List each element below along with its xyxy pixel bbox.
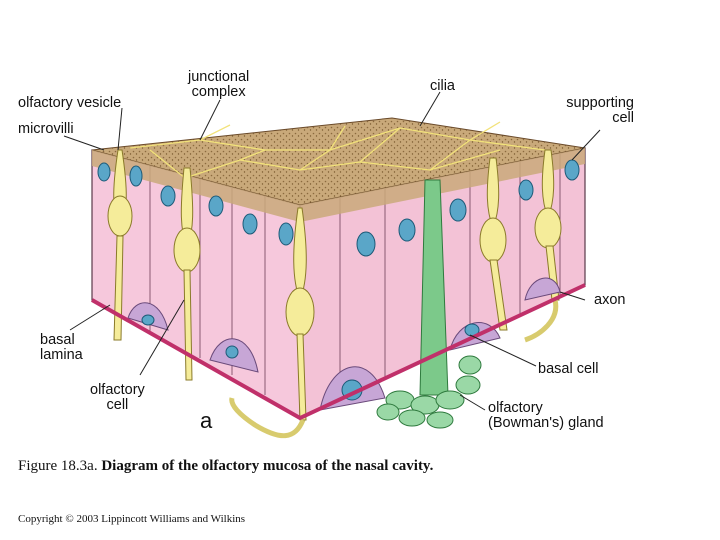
label-complex: complex: [188, 85, 249, 100]
label-axon: axon: [594, 293, 625, 308]
label-supporting-cell: supporting cell: [530, 96, 634, 126]
label-gland-name: (Bowman's) gland: [488, 416, 604, 431]
label-cilia: cilia: [430, 79, 455, 94]
label-cell: cell: [530, 111, 634, 126]
caption-title: Diagram of the olfactory mucosa of the n…: [101, 458, 433, 474]
label-supporting: supporting: [530, 96, 634, 111]
label-basal-cell: basal cell: [538, 362, 598, 377]
basal-cell-nucleus: [226, 346, 238, 358]
label-olfactory-vesicle: olfactory vesicle: [18, 96, 121, 111]
label-lamina: lamina: [40, 348, 83, 363]
label-junctional-complex: junctional complex: [188, 70, 249, 100]
label-microvilli: microvilli: [18, 122, 74, 137]
label-olfactory: olfactory: [90, 383, 145, 398]
figure-caption: Figure 18.3a. Diagram of the olfactory m…: [18, 458, 433, 475]
caption-figure-number: Figure 18.3a.: [18, 458, 98, 474]
figure-letter: a: [200, 408, 212, 434]
label-bowmans-gland: olfactory (Bowman's) gland: [488, 401, 604, 431]
label-junctional: junctional: [188, 70, 249, 85]
copyright-notice: Copyright © 2003 Lippincott Williams and…: [18, 513, 245, 525]
label-gland-olfactory: olfactory: [488, 401, 604, 416]
label-olfactory-cell-cell: cell: [90, 398, 145, 413]
label-olfactory-cell: olfactory cell: [90, 383, 145, 413]
label-basal-lamina: basal lamina: [40, 333, 83, 363]
basal-cell-nucleus: [142, 315, 154, 325]
label-basal: basal: [40, 333, 83, 348]
